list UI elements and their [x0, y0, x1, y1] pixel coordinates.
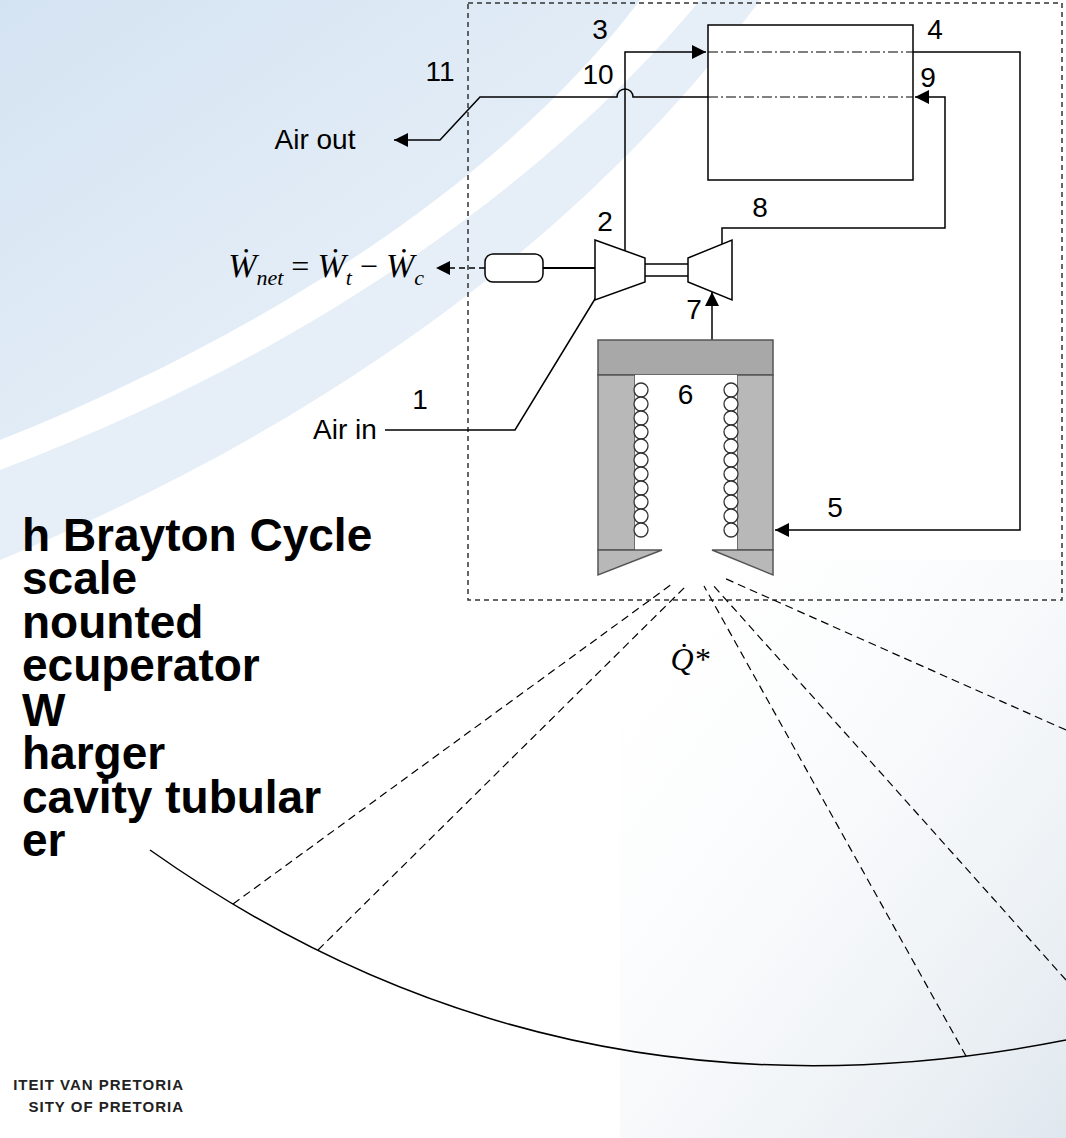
shaft-line — [645, 275, 688, 277]
generator-symbol — [485, 254, 543, 282]
coil-tube — [724, 383, 738, 397]
flow-line — [722, 97, 945, 244]
solar-ray — [704, 586, 966, 1056]
system-boundary — [468, 3, 1062, 600]
coil-tube — [634, 523, 648, 537]
receiver-wall — [737, 375, 773, 550]
equation-part: = — [291, 248, 309, 285]
equation-part: c — [414, 265, 424, 291]
coil-tube — [634, 495, 648, 509]
coil-tube — [634, 481, 648, 495]
solar-ray — [233, 584, 672, 904]
flow-line — [711, 292, 713, 340]
state-number: 9 — [920, 63, 936, 94]
coil-tube — [634, 383, 648, 397]
coil-tube — [724, 453, 738, 467]
slide-text: cavity tubular — [22, 774, 321, 820]
equation-part: net — [256, 265, 283, 291]
coil-tube — [724, 523, 738, 537]
power-equation: Ẇnet=Ẇt−Ẇc — [228, 247, 424, 285]
turbine-symbol — [688, 240, 732, 300]
shaft-line — [543, 267, 595, 269]
coil-tube — [634, 453, 648, 467]
solar-rays — [233, 578, 1066, 1056]
solar-ray — [724, 578, 1066, 730]
blue-swoosh-band — [0, 0, 760, 560]
equation-part: t — [346, 265, 352, 291]
coil-tube — [634, 425, 648, 439]
slide-text: scale — [22, 555, 137, 601]
equation-part: Ẇ — [228, 247, 256, 285]
equation-part: Ẇ — [317, 247, 345, 285]
state-number: 11 — [425, 57, 454, 88]
slide-text: er — [22, 817, 65, 863]
flow-label: Air in — [313, 415, 377, 446]
coil-tube — [634, 467, 648, 481]
recuperator-tube — [708, 97, 913, 98]
coil-tube — [724, 439, 738, 453]
coil-tube — [724, 495, 738, 509]
receiver-cavity — [635, 375, 737, 550]
slide-text: W — [22, 687, 65, 733]
coil-tube — [724, 509, 738, 523]
flow-line — [625, 52, 706, 251]
coil-tube — [634, 439, 648, 453]
coil-tube — [724, 425, 738, 439]
coil-tube — [634, 509, 648, 523]
slide-text: h Brayton Cycle — [22, 512, 372, 558]
receiver-node: 6 — [598, 340, 773, 575]
solar-ray — [318, 586, 686, 950]
heat-flux-label: Q̇* — [670, 642, 709, 677]
state-number: 5 — [827, 493, 843, 524]
dish-reflector — [150, 850, 1066, 1066]
footer-text: SITY OF PRETORIA — [29, 1099, 184, 1116]
receiver-wall — [598, 375, 635, 550]
footer-text: ITEIT VAN PRETORIA — [13, 1077, 184, 1094]
slide-text: nounted — [22, 599, 203, 645]
compressor-symbol — [595, 240, 645, 300]
state-number: 10 — [582, 60, 613, 91]
flow-label: Air out — [275, 125, 356, 156]
receiver-lip — [598, 550, 662, 575]
receiver-cap — [598, 340, 773, 375]
flow-line — [775, 52, 1020, 530]
slide-text: ecuperator — [22, 642, 260, 688]
state-number: 2 — [597, 207, 613, 238]
recuperator-tube — [708, 52, 913, 53]
coil-tube — [634, 397, 648, 411]
shaft-line — [645, 263, 688, 265]
recuperator-box — [708, 25, 913, 180]
state-number: 6 — [678, 380, 694, 411]
coil-tube — [634, 411, 648, 425]
solar-ray — [712, 584, 1066, 980]
state-number: 4 — [927, 15, 943, 46]
flow-line — [385, 294, 598, 430]
equation-part: − — [360, 248, 378, 285]
state-number: 7 — [686, 295, 702, 326]
state-number: 8 — [752, 193, 768, 224]
state-number: 1 — [412, 385, 428, 416]
state-number: 3 — [592, 15, 608, 46]
slide-text: harger — [22, 730, 165, 776]
flow-line — [394, 89, 708, 140]
receiver-lip — [712, 550, 773, 575]
coil-tube — [724, 411, 738, 425]
equation-part: Ẇ — [386, 247, 414, 285]
coil-tube — [724, 481, 738, 495]
coil-tube — [724, 397, 738, 411]
power-arrow — [436, 267, 485, 269]
coil-tube — [724, 467, 738, 481]
